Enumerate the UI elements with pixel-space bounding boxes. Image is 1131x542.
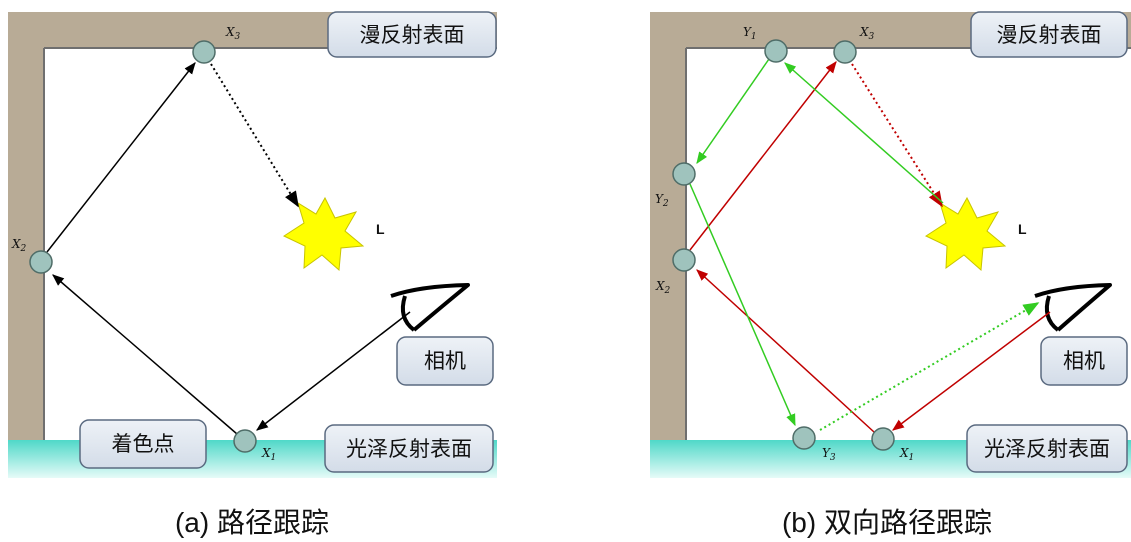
- node-x3-b: [833, 40, 857, 64]
- caption-a: (a) 路径跟踪: [175, 507, 329, 538]
- node-x2-b: [672, 248, 696, 272]
- light-label-a: L: [376, 221, 385, 237]
- camera-path-2-b: [696, 269, 875, 433]
- node-x1-b: [871, 427, 895, 451]
- label-y3-b: Y3: [822, 446, 836, 463]
- diffuse-surface-label-a: 漫反射表面: [327, 11, 497, 58]
- panel-b: 漫反射表面 光泽反射表面 相机 L: [650, 11, 1131, 538]
- svg-text:漫反射表面: 漫反射表面: [360, 23, 465, 47]
- label-x3-b: X3: [859, 25, 875, 42]
- svg-text:漫反射表面: 漫反射表面: [997, 23, 1102, 47]
- svg-text:着色点: 着色点: [112, 432, 175, 456]
- camera-path-4-b: [851, 63, 943, 208]
- path-x3-light-a: [210, 63, 299, 208]
- diffuse-surface-label-b: 漫反射表面: [970, 11, 1128, 58]
- light-path-2-b: [696, 58, 770, 164]
- caption-b: (b) 双向路径跟踪: [782, 507, 992, 538]
- camera-label-a: 相机: [396, 336, 494, 386]
- label-x1-b: X1: [899, 446, 914, 463]
- panel-a: 漫反射表面 光泽反射表面 着色点 相机 L X1: [8, 11, 497, 538]
- light-star-icon-a: [282, 196, 365, 272]
- path-cam-x1-a: [256, 311, 411, 431]
- camera-path-1-b: [892, 311, 1051, 431]
- path-x1-x2-a: [52, 274, 238, 435]
- label-x3-a: X3: [225, 25, 241, 42]
- label-x2-b: X2: [655, 279, 671, 296]
- path-x2-x3-a: [46, 62, 196, 253]
- light-path-1-b: [784, 62, 944, 204]
- label-y2-b: Y2: [655, 192, 669, 209]
- light-label-b: L: [1018, 221, 1027, 237]
- svg-text:相机: 相机: [1063, 349, 1105, 373]
- eye-icon-b: [1034, 283, 1112, 332]
- svg-text:光泽反射表面: 光泽反射表面: [346, 437, 472, 461]
- node-y3-b: [792, 426, 816, 450]
- glossy-surface-label-a: 光泽反射表面: [324, 424, 494, 473]
- light-star-icon-b: [924, 196, 1007, 272]
- label-x2-a: X2: [11, 237, 27, 254]
- node-x2-a: [29, 250, 53, 274]
- glossy-surface-label-b: 光泽反射表面: [966, 424, 1128, 473]
- shading-point-label-a: 着色点: [79, 419, 207, 469]
- label-y1-b: Y1: [743, 25, 757, 42]
- node-x3-a: [192, 40, 216, 64]
- camera-label-b: 相机: [1040, 336, 1128, 386]
- svg-text:光泽反射表面: 光泽反射表面: [984, 437, 1110, 461]
- node-x1-a: [233, 429, 257, 453]
- light-path-4-b: [819, 302, 1040, 431]
- camera-path-3-b: [689, 61, 837, 251]
- light-path-3-b: [689, 183, 796, 427]
- node-y2-b: [672, 162, 696, 186]
- eye-icon-a: [390, 283, 470, 332]
- node-y1-b: [764, 39, 788, 63]
- label-x1-a: X1: [261, 446, 276, 463]
- svg-text:相机: 相机: [424, 349, 466, 373]
